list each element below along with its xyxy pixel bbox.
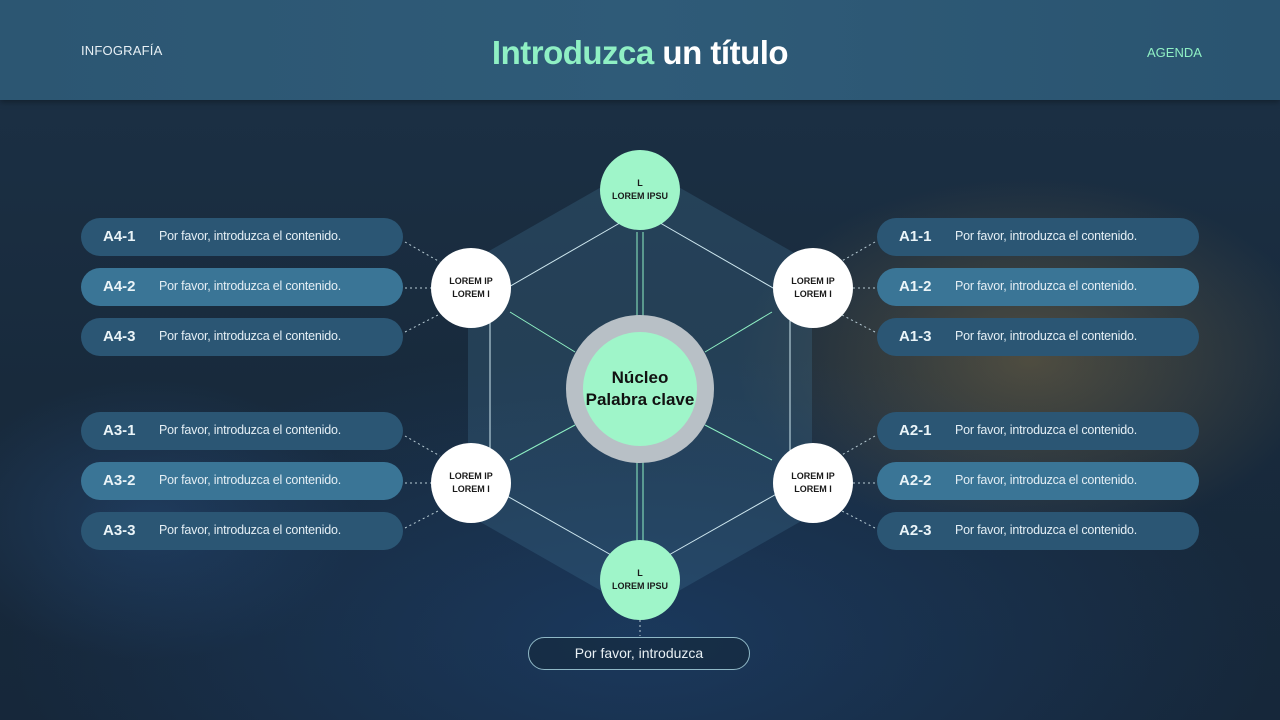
node-label-2: LOREM I [452,289,490,299]
node-label-1: L [637,568,643,578]
list-item-a1-1[interactable]: A1-1 Por favor, introduzca el contenido. [877,218,1199,256]
node-label-1: LOREM IP [791,471,835,481]
dot-a2-3 [839,509,876,529]
node-label-1: LOREM IP [449,276,493,286]
item-text: Por favor, introduzca el contenido. [159,279,342,293]
item-code: A1-1 [899,228,932,245]
item-text: Por favor, introduzca el contenido. [955,279,1138,293]
header-bar: INFOGRAFÍA Introduzca un título AGENDA [0,0,1280,100]
node-lower-right[interactable]: LOREM IP LOREM I [773,443,853,523]
node-label-2: LOREM IPSU [611,191,668,201]
node-upper-right[interactable]: LOREM IP LOREM I [773,248,853,328]
node-label-2: LOREM I [794,484,832,494]
item-code: A2-2 [899,472,932,489]
list-item-a3-3[interactable]: A3-3 Por favor, introduzca el contenido. [81,512,403,550]
list-item-a1-3[interactable]: A1-3 Por favor, introduzca el contenido. [877,318,1199,356]
node-label-1: LOREM IP [449,471,493,481]
item-code: A4-2 [103,278,136,295]
dot-a4-1 [404,241,441,263]
item-text: Por favor, introduzca el contenido. [159,423,342,437]
spoke-lower-right [704,424,773,461]
node-top[interactable]: L LOREM IPSU [600,150,680,230]
item-code: A3-3 [103,522,136,539]
dot-a2-1 [839,435,876,457]
list-item-a3-2[interactable]: A3-2 Por favor, introduzca el contenido. [81,462,403,500]
edge-top-upper-right [654,219,781,293]
edge-upper-left-top [499,219,626,293]
node-lower-left[interactable]: LOREM IP LOREM I [431,443,511,523]
item-text: Por favor, introduzca el contenido. [955,523,1138,537]
item-code: A2-3 [899,522,932,539]
node-label-2: LOREM I [452,484,490,494]
page-title: Introduzca un título [0,34,1280,72]
dot-a4-3 [404,313,441,333]
node-label-2: LOREM IPSU [611,581,668,591]
item-text: Por favor, introduzca el contenido. [955,229,1138,243]
list-item-a2-3[interactable]: A2-3 Por favor, introduzca el contenido. [877,512,1199,550]
title-accent: Introduzca [491,34,654,71]
node-label-1: L [637,178,643,188]
item-text: Por favor, introduzca el contenido. [159,473,342,487]
dot-a1-1 [839,241,876,263]
item-code: A1-2 [899,278,932,295]
node-label-1: LOREM IP [791,276,835,286]
list-item-a4-3[interactable]: A4-3 Por favor, introduzca el contenido. [81,318,403,356]
agenda-link[interactable]: AGENDA [1147,45,1202,60]
item-code: A4-1 [103,228,136,245]
item-text: Por favor, introduzca el contenido. [955,329,1138,343]
list-item-a2-2[interactable]: A2-2 Por favor, introduzca el contenido. [877,462,1199,500]
dot-a3-3 [404,509,441,529]
item-code: A4-3 [103,328,136,345]
node-label-2: LOREM I [794,289,832,299]
item-text: Por favor, introduzca el contenido. [159,329,342,343]
node-bottom[interactable]: L LOREM IPSU [600,540,680,620]
edge-bottom-lower-left [499,491,621,561]
spoke-upper-left [509,311,576,353]
node-upper-left[interactable]: LOREM IP LOREM I [431,248,511,328]
list-item-a2-1[interactable]: A2-1 Por favor, introduzca el contenido. [877,412,1199,450]
core-label-1: Núcleo [611,368,669,387]
title-rest: un título [653,34,789,71]
dot-a1-3 [839,313,876,333]
dot-a3-1 [404,435,441,457]
item-text: Por favor, introduzca el contenido. [159,523,342,537]
list-item-a1-2[interactable]: A1-2 Por favor, introduzca el contenido. [877,268,1199,306]
item-code: A3-2 [103,472,136,489]
item-text: Por favor, introduzca el contenido. [159,229,342,243]
item-code: A2-1 [899,422,932,439]
list-item-a4-1[interactable]: A4-1 Por favor, introduzca el contenido. [81,218,403,256]
core-node[interactable]: Núcleo Palabra clave [583,332,697,446]
spoke-upper-right [704,311,773,353]
item-code: A1-3 [899,328,932,345]
item-code: A3-1 [103,422,136,439]
infographic-label: INFOGRAFÍA [81,43,163,58]
list-item-a4-2[interactable]: A4-2 Por favor, introduzca el contenido. [81,268,403,306]
list-item-a3-1[interactable]: A3-1 Por favor, introduzca el contenido. [81,412,403,450]
edge-lower-right-bottom [659,491,781,561]
core-label-2: Palabra clave [585,390,695,409]
spoke-lower-left [509,424,576,461]
bottom-text-box[interactable]: Por favor, introduzca [528,637,750,670]
item-text: Por favor, introduzca el contenido. [955,473,1138,487]
item-text: Por favor, introduzca el contenido. [955,423,1138,437]
